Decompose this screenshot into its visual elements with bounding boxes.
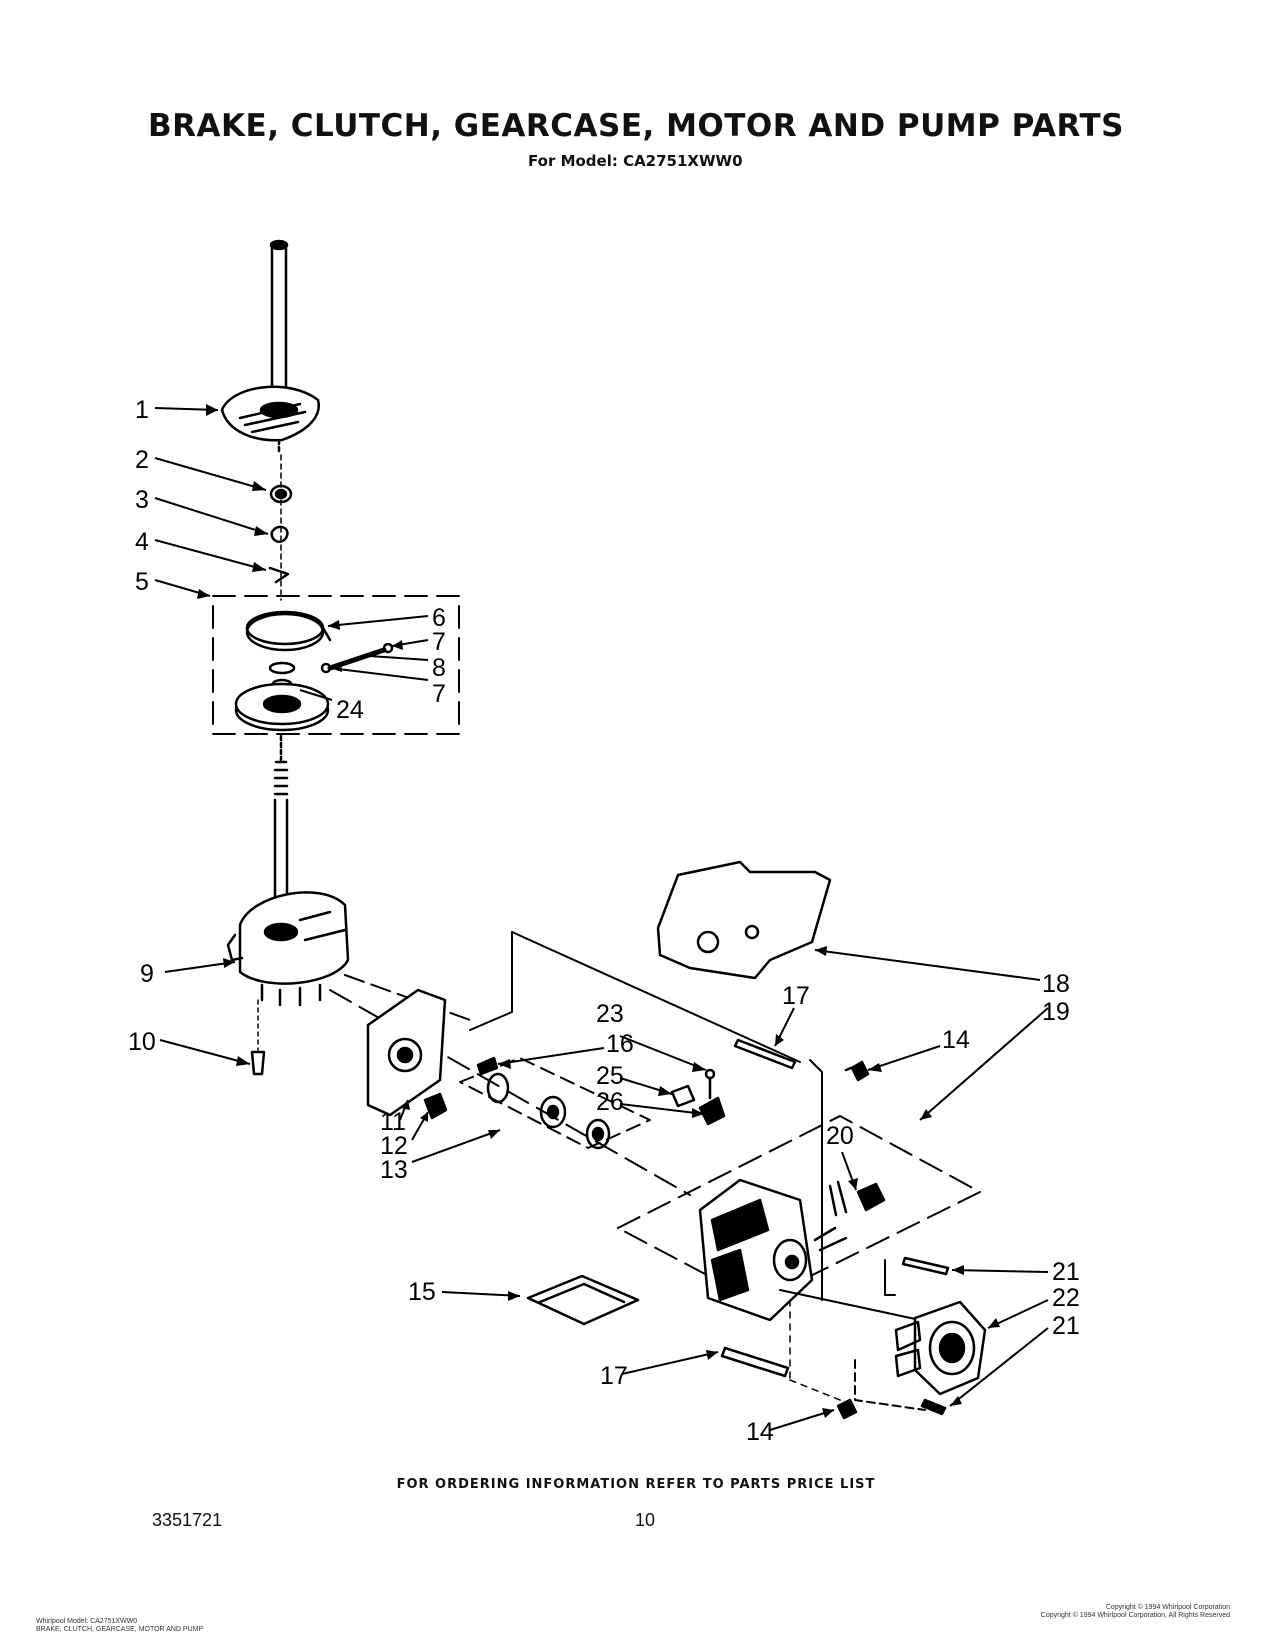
callout-9: 9 [140,960,154,988]
callout-22: 22 [1052,1284,1080,1312]
part-17-bracket-upper [733,1038,797,1070]
part-20-motor-switch [828,1180,886,1217]
part-3-clip [270,525,289,543]
part-21-clip-upper [901,1256,950,1276]
callout-13: 13 [380,1156,408,1184]
part-11-mounting-plate [366,988,447,1117]
callout-21-upper: 21 [1052,1258,1080,1286]
callout-14-upper: 14 [942,1026,970,1054]
callout-5: 5 [135,568,149,596]
part-6-brake-band [245,610,332,652]
callout-17-lower: 17 [600,1362,628,1390]
callout-14-lower: 14 [746,1418,774,1446]
ordering-note: FOR ORDERING INFORMATION REFER TO PARTS … [396,1477,876,1492]
callout-10: 10 [128,1028,156,1056]
page-number: 10 [635,1510,656,1530]
callout-1: 1 [135,396,149,424]
part-21-clip-lower [920,1398,947,1416]
footer-copyright: Copyright © 1994 Whirlpool Corporation C… [1030,1604,1230,1620]
callout-16: 16 [606,1030,634,1058]
callout-3: 3 [135,486,149,514]
callout-20: 20 [826,1122,854,1150]
motor [698,1178,848,1322]
callout-24: 24 [336,696,364,724]
part-15-pad [526,1274,640,1326]
part-25-spacer [670,1084,696,1108]
callout-11: 11 [380,1108,406,1136]
part-1-brake-cam [220,385,320,454]
part-17-bracket-lower [720,1346,790,1378]
part-18-cover-plate [656,860,832,980]
callout-15: 15 [408,1278,436,1306]
footer-caption-line-2: BRAKE, CLUTCH, GEARCASE, MOTOR AND PUMP [36,1626,204,1633]
agitator-shaft-lower [273,734,289,922]
part-14-screw-upper [844,1060,870,1082]
callout-2: 2 [135,446,149,474]
part-13-coupling-box [459,1057,651,1149]
footer-caption: Whirlpool Model: CA2751XWW0 BRAKE, CLUTC… [36,1618,203,1634]
part-16-screw [476,1056,499,1076]
callout-4: 4 [135,528,149,556]
callout-26: 26 [596,1088,624,1116]
part-4-ring [268,566,290,584]
footer-caption-line-1: Whirlpool Model: CA2751XWW0 [36,1618,138,1625]
part-10-screw [250,999,266,1076]
document-number: 3351721 [152,1510,223,1530]
part-23-screw [704,1068,716,1100]
callout-17-upper: 17 [782,982,810,1010]
callout-18: 18 [1042,970,1070,998]
callout-12: 12 [380,1132,408,1160]
footer-copyright-line-2: Copyright © 1994 Whirlpool Corporation, … [1040,1612,1230,1619]
brake-drum [234,682,330,732]
agitator-shaft-upper [269,239,289,407]
part-26-clamp [698,1096,726,1126]
callout-21-lower: 21 [1052,1312,1080,1340]
part-19-motor-box [617,1115,981,1303]
footer-copyright-line-1: Copyright © 1994 Whirlpool Corporation [1105,1604,1230,1611]
model-number: For Model: CA2751XWW0 [528,152,743,170]
callout-25: 25 [596,1062,624,1090]
callout-8: 8 [432,654,446,682]
callout-23: 23 [596,1000,624,1028]
part-9-gearcase [226,891,350,1007]
callout-6: 6 [432,604,446,632]
part-12-bushing [423,1092,448,1120]
callout-19: 19 [1042,998,1070,1026]
callout-7-lower: 7 [432,680,446,708]
part-22-pump [894,1300,987,1396]
page-title: BRAKE, CLUTCH, GEARCASE, MOTOR AND PUMP … [148,108,1124,144]
part-13-coupling [486,1072,611,1150]
callout-7-upper: 7 [432,628,446,656]
